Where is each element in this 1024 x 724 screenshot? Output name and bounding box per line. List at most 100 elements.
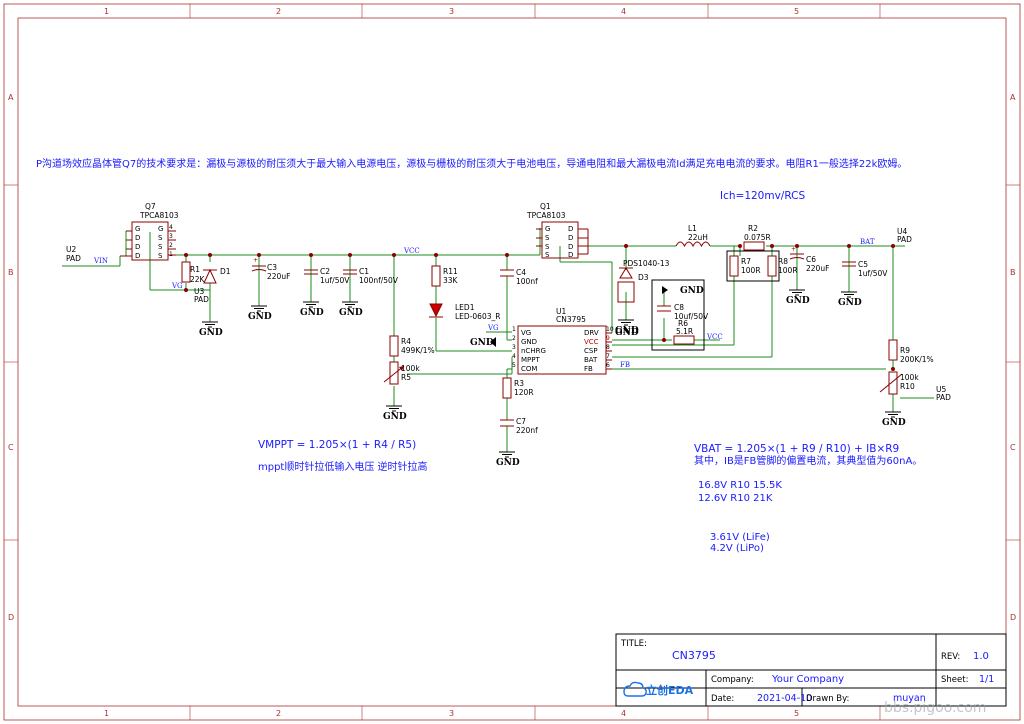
svg-text:R3: R3 [514, 379, 524, 388]
col-label: 3 [449, 7, 454, 16]
svg-text:GND: GND [339, 308, 363, 318]
u4-ref: U4 [897, 227, 907, 236]
capacitor-c1: C1 100nf/50V [343, 267, 399, 285]
svg-text:GND: GND [615, 326, 639, 336]
u1-gnd-label: GND [470, 338, 494, 348]
vin-net: VIN [93, 257, 108, 265]
svg-text:33K: 33K [443, 276, 459, 285]
sheet-label: Sheet: [941, 675, 968, 685]
q7-value: TPCA8103 [139, 211, 179, 220]
svg-text:GND: GND [199, 328, 223, 338]
u3-value: PAD [194, 295, 209, 304]
svg-text:C8: C8 [674, 303, 684, 312]
u4-value: PAD [897, 235, 912, 244]
svg-text:S: S [158, 234, 163, 242]
svg-text:3: 3 [512, 344, 516, 351]
svg-text:220uF: 220uF [806, 264, 829, 273]
svg-text:100k: 100k [401, 364, 420, 373]
r10-126-note: 12.6V R10 21K [698, 493, 773, 504]
svg-text:R7: R7 [741, 257, 751, 266]
svg-text:C7: C7 [516, 417, 526, 426]
svg-text:4: 4 [169, 224, 173, 231]
capacitor-c2: C2 1uf/50V [304, 267, 350, 285]
svg-text:100R: 100R [741, 266, 761, 275]
vcc-net-r6: VCC [706, 333, 723, 341]
lipo-note: 4.2V (LiPo) [710, 543, 764, 554]
svg-text:Q1: Q1 [540, 202, 551, 211]
svg-text:GND: GND [838, 298, 862, 308]
vg-net-q7: VG [171, 282, 183, 290]
svg-text:BAT: BAT [584, 356, 598, 364]
date-label: Date: [711, 694, 734, 704]
svg-text:200K/1%: 200K/1% [900, 355, 934, 364]
row-label: C [1010, 443, 1016, 452]
resistor-r1: R1 22K [181, 261, 206, 284]
svg-text:C2: C2 [320, 267, 330, 276]
svg-text:GND: GND [615, 328, 639, 338]
svg-text:220nf: 220nf [516, 426, 538, 435]
svg-text:D: D [135, 252, 140, 260]
svg-text:CSP: CSP [584, 347, 598, 355]
title-label: TITLE: [620, 639, 647, 649]
title-value: CN3795 [672, 649, 716, 662]
svg-text:2: 2 [169, 242, 173, 249]
svg-text:6: 6 [606, 362, 610, 369]
svg-text:22K: 22K [190, 275, 206, 284]
inductor-l1: L1 22uH [675, 224, 711, 248]
col-label: 2 [276, 709, 281, 718]
svg-text:22uH: 22uH [688, 233, 708, 242]
vcc-net: VCC [403, 247, 420, 255]
svg-text:D: D [135, 243, 140, 251]
svg-text:+: + [253, 257, 258, 264]
zener-d1: D1 [203, 267, 231, 284]
svg-text:MPPT: MPPT [521, 356, 540, 364]
led1: LED1 LED-0603_R [429, 303, 500, 321]
svg-text:PDS1040-13: PDS1040-13 [623, 259, 670, 268]
svg-text:G: G [545, 225, 550, 233]
svg-text:100nf: 100nf [516, 277, 538, 286]
u2-ref: U2 [66, 245, 76, 254]
u5-value: PAD [936, 393, 951, 402]
svg-text:GND: GND [496, 458, 520, 468]
svg-text:立创EDA: 立创EDA [646, 683, 694, 697]
resistor-r9: R9 200K/1% [888, 339, 934, 364]
svg-text:C1: C1 [359, 267, 369, 276]
svg-text:GND: GND [300, 308, 324, 318]
svg-text:1: 1 [512, 326, 516, 333]
company-value: Your Company [771, 674, 844, 685]
svg-text:U1: U1 [556, 307, 566, 316]
resistor-r3: R3 120R [502, 377, 534, 399]
r10-168-note: 16.8V R10 15.5K [698, 480, 782, 491]
col-label: 2 [276, 7, 281, 16]
drawn-value: muyan [893, 693, 926, 704]
svg-text:G: G [135, 225, 140, 233]
svg-text:R1: R1 [190, 265, 200, 274]
svg-text:100R: 100R [778, 266, 798, 275]
svg-text:R11: R11 [443, 267, 458, 276]
svg-text:GND: GND [786, 296, 810, 306]
svg-text:+: + [791, 246, 796, 253]
svg-text:LED-0603_R: LED-0603_R [455, 312, 500, 321]
mosfet-q7: Q7 TPCA8103 G D D D G S S S 4 3 2 1 [120, 202, 179, 261]
col-label: 5 [794, 709, 799, 718]
svg-text:R8: R8 [778, 257, 788, 266]
ib-note: 其中，IB是FB管脚的偏置电流，其典型值为60nA。 [694, 454, 922, 467]
svg-text:3: 3 [169, 233, 173, 240]
col-label: 5 [794, 7, 799, 16]
svg-text:D: D [568, 243, 573, 251]
svg-text:1uf/50V: 1uf/50V [320, 276, 350, 285]
svg-text:R5: R5 [401, 373, 411, 382]
svg-text:LED1: LED1 [455, 303, 475, 312]
svg-text:GND: GND [882, 418, 906, 428]
mosfet-q1: Q1 TPCA8103 G S S S D D D D [526, 202, 589, 259]
junction-dots [184, 244, 895, 371]
svg-text:1uf/50V: 1uf/50V [858, 269, 888, 278]
row-label: D [1010, 613, 1016, 622]
svg-text:S: S [545, 234, 550, 242]
col-label: 4 [621, 7, 626, 16]
svg-text:D3: D3 [638, 273, 649, 282]
bat-net: BAT [860, 238, 875, 246]
title-block: TITLE: CN3795 REV: 1.0 Company: Your Com… [615, 633, 1007, 707]
mppt-hint: mppt顺时针拉低输入电压 逆时针拉高 [258, 460, 428, 473]
capacitor-c8: C8 10uf/50V [657, 303, 709, 321]
